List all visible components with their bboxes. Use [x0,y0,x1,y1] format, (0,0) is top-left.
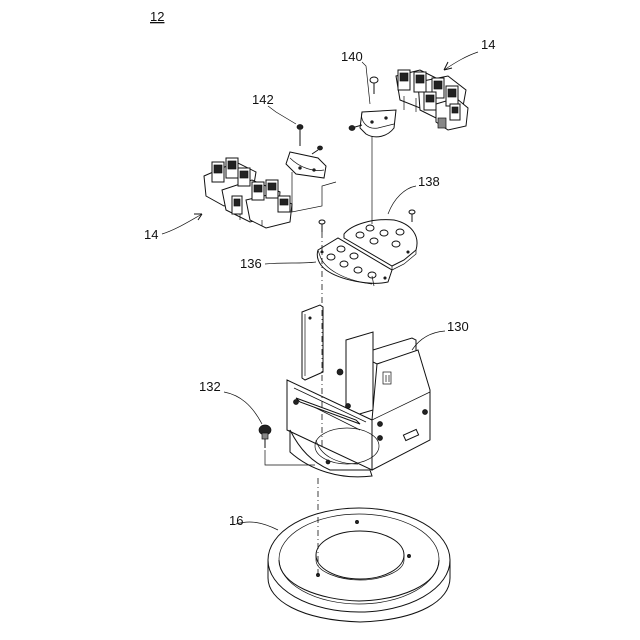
mounting-frame [287,305,430,477]
label-bracket-right: 140 [341,49,363,64]
bracket-right [349,110,396,137]
leader-knob [224,392,262,424]
leader-cluster-top-right [444,52,478,70]
bracket-left [286,125,326,179]
label-base: 16 [229,513,243,528]
tool-cluster-left [204,158,292,228]
label-cluster-left: 14 [144,227,158,242]
label-cluster-top-right: 14 [481,37,495,52]
label-frame: 130 [447,319,469,334]
label-bracket-left: 142 [252,92,274,107]
label-knob: 132 [199,379,221,394]
label-plate-right: 138 [418,174,440,189]
figure-number: 12 [150,9,164,24]
thumb-screw-knob [259,425,271,448]
label-plate-left: 136 [240,256,262,271]
leader-bracket-left [268,106,296,124]
leader-bracket-right [362,62,370,104]
base-ring [268,508,450,622]
leader-plate-left [265,262,316,264]
arrow-cluster-left [194,214,202,220]
leader-frame [412,331,445,350]
leader-cluster-left [162,214,202,234]
